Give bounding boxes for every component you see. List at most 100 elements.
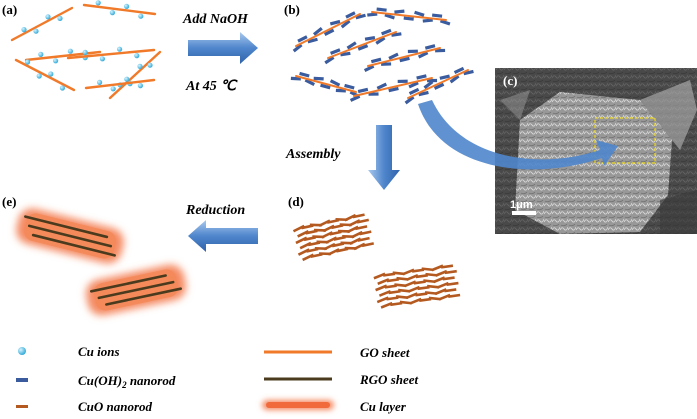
cuo-nanorod — [409, 297, 422, 305]
cu-oh2-nanorod — [363, 64, 375, 72]
cuo-nanorod — [357, 236, 370, 242]
cuo-nanorod — [388, 289, 401, 295]
cu-oh2-nanorod — [329, 19, 341, 26]
cu-oh2-nanorod — [408, 87, 420, 95]
cuo-nanorod — [382, 272, 396, 277]
cu-ion — [138, 13, 144, 19]
cu-oh2-nanorod — [394, 9, 405, 14]
cuo-nanorod — [436, 281, 449, 289]
cu-oh2-nanorod — [297, 35, 308, 43]
cu-ion — [36, 73, 42, 79]
cuo-nanorod — [424, 291, 438, 295]
cu-oh2-nanorod — [344, 83, 355, 90]
cu-oh2-nanorod — [370, 57, 382, 64]
cu-oh2-nanorod — [329, 79, 341, 87]
go-sheet — [407, 69, 469, 99]
cuo-nanorod — [378, 289, 392, 297]
cuo-nanorod — [339, 223, 352, 227]
cu-ion — [147, 62, 153, 68]
cu-coated-group — [16, 208, 124, 264]
sem-zoom-box — [594, 117, 656, 164]
cu-oh2-nanorod — [346, 41, 357, 50]
cu-oh2-nanorod — [422, 18, 433, 23]
cu-oh2-nanorod — [384, 13, 395, 20]
assembly-label: Assembly — [285, 147, 341, 162]
cuo-nanorod — [434, 288, 447, 296]
legend-cu-layer-label: Cu layer — [360, 399, 407, 414]
legend-go-sheet-label: GO sheet — [360, 345, 410, 360]
cu-ion — [134, 53, 140, 59]
cuo-nanorod — [425, 272, 438, 277]
cuo-nanorod — [316, 240, 329, 244]
cuo-nanorod — [407, 285, 420, 293]
cu-oh2-nanorod — [324, 56, 335, 65]
panel-label-c: (c) — [503, 73, 517, 88]
cu-ion — [117, 46, 123, 52]
cu-ion — [53, 58, 59, 64]
panel-label-a: (a) — [2, 2, 17, 17]
rgo-sheet — [31, 233, 116, 257]
cu-ion — [57, 15, 63, 21]
cuo-nanorod — [386, 278, 399, 283]
rgo-sheet — [24, 215, 109, 239]
sem-scale-label: 1μm — [510, 199, 533, 211]
cu-oh2-nanorod — [404, 95, 415, 105]
cu-ion — [33, 28, 39, 34]
cu-oh2-nanorod — [304, 78, 316, 87]
cu-oh2-nanorod — [433, 82, 445, 90]
legend-cuo-rod-icon — [16, 405, 28, 408]
cuo-nanorod — [399, 300, 412, 305]
cuo-nanorod — [448, 293, 461, 298]
cu-oh2-nanorod — [427, 78, 438, 83]
cuo-nanorod — [402, 268, 415, 276]
temperature-label: At 45 ℃ — [185, 79, 238, 94]
cuo-nanorod — [415, 292, 428, 297]
cu-ion — [82, 49, 88, 56]
cu-ion — [124, 76, 130, 82]
go-sheet — [84, 78, 156, 90]
cuo-nanorod — [352, 213, 365, 219]
cuo-nanorod — [444, 269, 457, 275]
panel-e-cu-coated-rgo — [16, 208, 187, 316]
cu-oh2-nanorod — [330, 48, 341, 55]
cuo-nanorod — [444, 288, 457, 293]
cuo-nanorod — [428, 296, 441, 301]
cuo-nanorod — [342, 235, 355, 239]
cuo-nanorod — [426, 284, 440, 289]
cuo-nanorod — [340, 241, 353, 245]
cu-oh2-nanorod — [463, 69, 474, 76]
cuo-nanorod — [312, 235, 325, 239]
cu-oh2-nanorod — [424, 44, 436, 50]
rgo-sheet — [97, 280, 175, 300]
go-sheet — [367, 47, 441, 67]
cu-oh2-nanorod — [357, 87, 369, 94]
panel-a-go-sheets-with-ions — [10, 0, 162, 100]
cu-oh2-nanorod — [397, 79, 408, 84]
go-sheet — [14, 58, 76, 92]
cuo-nanorod — [361, 242, 375, 248]
cu-oh2-nanorod — [323, 28, 335, 36]
cuo-nanorod — [398, 288, 411, 293]
cu-ion — [25, 59, 31, 65]
cu-oh2-nanorod — [388, 52, 399, 60]
cuo-nanorod — [395, 295, 409, 299]
cu-oh2-nanorod — [376, 82, 388, 90]
cuo-nanorod — [431, 264, 444, 272]
go-sheet — [10, 6, 74, 42]
cu-ion — [45, 14, 51, 20]
go-sheet — [327, 31, 397, 59]
cu-oh2-nanorod — [355, 13, 366, 20]
cu-oh2-nanorod — [299, 71, 310, 78]
rgo-sheet — [89, 274, 167, 293]
go-sheet — [82, 3, 157, 16]
cuo-nanorod — [355, 225, 368, 231]
cuo-nanorod — [376, 296, 389, 304]
cuo-nanorod — [435, 269, 448, 277]
add-naoh-label: Add NaOH — [182, 12, 249, 27]
cuo-nanorod — [335, 218, 348, 222]
cuo-cluster — [373, 264, 461, 309]
rgo-sheet — [27, 224, 113, 248]
cu-oh2-nanorod — [340, 19, 351, 29]
cu-oh2-nanorod — [439, 74, 450, 80]
cu-oh2-nanorod — [292, 43, 303, 53]
